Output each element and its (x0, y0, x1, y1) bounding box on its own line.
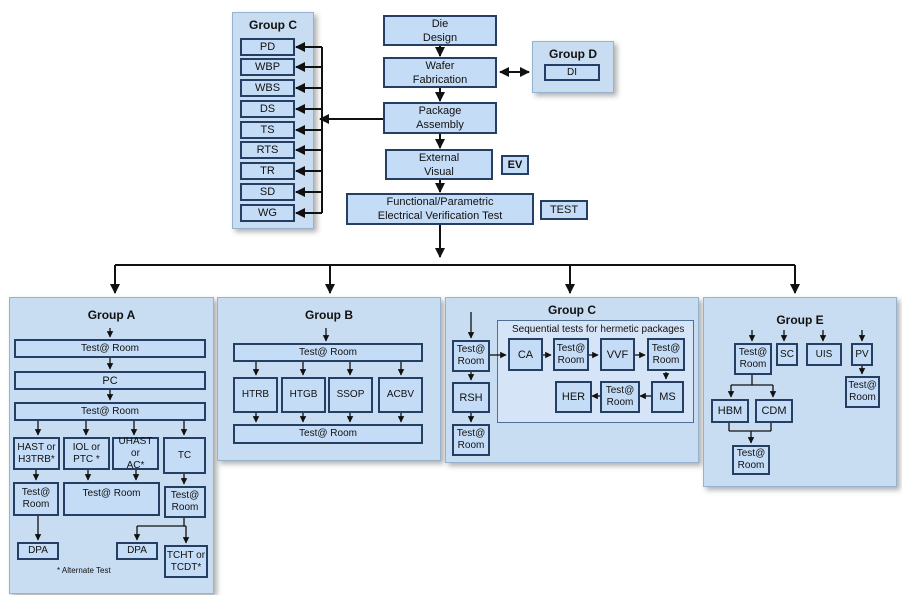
ga-tc: TC (163, 437, 206, 474)
gb-test-room-bottom: Test@ Room (233, 424, 423, 444)
gcb-her: HER (555, 381, 592, 413)
ge-test-room-2: Test@ Room (732, 445, 770, 475)
gcb-test-room-2: Test@ Room (452, 424, 490, 456)
gb-htrb: HTRB (233, 377, 278, 413)
ga-iol: IOL or PTC * (63, 437, 110, 470)
group-c-top-title: Group C (249, 18, 297, 32)
external-visual-box: External Visual (385, 149, 493, 180)
ga-test-room-1: Test@ Room (14, 339, 206, 358)
gc-item-sd: SD (240, 183, 295, 201)
die-design-box: Die Design (383, 15, 497, 46)
group-b-title: Group B (305, 308, 353, 322)
ga-uhast: UHAST or AC* (112, 436, 159, 471)
gc-item-rts: RTS (240, 141, 295, 159)
ge-cdm: CDM (755, 399, 793, 423)
ev-box: EV (501, 155, 529, 175)
ga-tcht: TCHT or TCDT* (164, 545, 208, 578)
gc-item-wg: WG (240, 204, 295, 222)
package-assembly-box: Package Assembly (383, 102, 497, 134)
gb-ssop: SSOP (328, 377, 373, 413)
gc-item-wbs: WBS (240, 79, 295, 97)
gb-htgb: HTGB (281, 377, 326, 413)
wafer-fabrication-box: Wafer Fabrication (383, 57, 497, 88)
gcb-test-room-3: Test@ Room (553, 338, 589, 371)
ga-test-room-wide: Test@ Room (63, 482, 160, 516)
gc-item-tr: TR (240, 162, 295, 180)
ge-test-room-1: Test@ Room (734, 343, 772, 375)
ge-test-room-pv: Test@ Room (845, 376, 880, 408)
ga-test-room-tc: Test@ Room (164, 486, 206, 518)
ga-test-room-hast: Test@ Room (13, 482, 59, 516)
group-a-title: Group A (87, 308, 136, 322)
gc-item-ts: TS (240, 121, 295, 139)
gcb-ca: CA (508, 338, 543, 371)
ge-pv: PV (851, 343, 873, 366)
ga-pc: PC (14, 371, 206, 390)
ga-dpa-1: DPA (17, 542, 59, 560)
gb-test-room-top: Test@ Room (233, 343, 423, 362)
gb-acbv: ACBV (378, 377, 423, 413)
gcb-rsh: RSH (452, 382, 490, 413)
ga-dpa-2: DPA (116, 542, 158, 560)
group-d-title: Group D (549, 47, 597, 61)
ge-sc: SC (776, 343, 798, 366)
ga-hast: HAST or H3TRB* (13, 437, 60, 470)
gd-item-di: DI (544, 64, 600, 81)
gcb-vvf: VVF (600, 338, 635, 371)
ge-hbm: HBM (711, 399, 749, 423)
gc-item-wbp: WBP (240, 58, 295, 76)
hermetic-tests-label: Sequential tests for hermetic packages (512, 324, 685, 335)
gcb-test-room-4: Test@ Room (647, 338, 685, 371)
functional-test-box: Functional/Parametric Electrical Verific… (346, 193, 534, 225)
gcb-test-room-1: Test@ Room (452, 340, 490, 372)
gc-item-pd: PD (240, 38, 295, 56)
group-e-title: Group E (776, 313, 824, 327)
gcb-test-room-5: Test@ Room (600, 381, 640, 413)
group-c-bottom-title: Group C (548, 303, 596, 317)
ga-note: * Alternate Test (57, 566, 111, 575)
gcb-ms: MS (651, 381, 684, 413)
ga-test-room-2: Test@ Room (14, 402, 206, 421)
ge-uis: UIS (806, 343, 842, 366)
test-box: TEST (540, 200, 588, 220)
gc-item-ds: DS (240, 100, 295, 118)
